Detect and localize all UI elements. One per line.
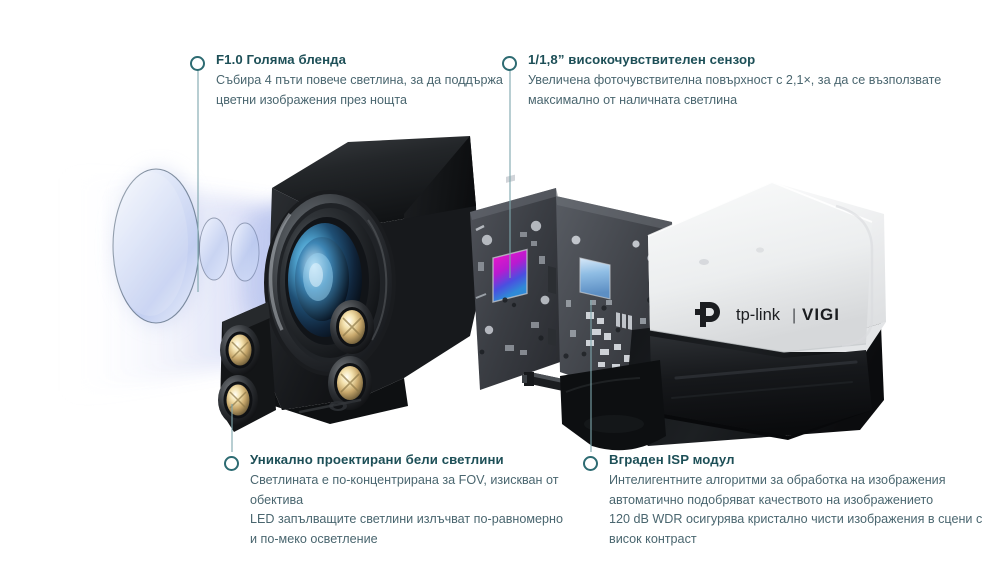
callout-line: автоматично подобряват качеството на изо… [609, 492, 934, 507]
callout-line: Светлината е по-концентрирана за FOV, из… [250, 473, 559, 487]
callout-aperture-title: F1.0 Голяма бленда [216, 52, 347, 67]
isp-chip [579, 257, 611, 300]
brand-wordmark: tp-link [736, 306, 781, 324]
callout-marker-icon [190, 56, 205, 71]
callout-isp-module-title: Вграден ISP модул [609, 452, 735, 467]
image-sensor-chip [492, 248, 528, 303]
led-fill-light [220, 325, 260, 375]
callout-line: обектива [250, 492, 304, 507]
callout-white-lights-title: Уникално проектирани бели светлини [250, 452, 504, 467]
callout-line: и по-меко осветление [250, 531, 378, 546]
isp-pcb [522, 196, 676, 412]
sensor-pcb [470, 174, 566, 390]
callout-white-lights-description: Светлината е по-концентрирана за FOV, из… [250, 471, 563, 549]
led-fill-light [218, 375, 258, 425]
callout-isp-module-description: Интелигентните алгоритми за обработка на… [609, 471, 982, 549]
callout-marker-icon [224, 456, 239, 471]
mid-lens-elements [199, 217, 260, 282]
callout-line: висок контраст [609, 531, 697, 546]
callout-aperture-description: Събира 4 пъти повече светлина, за да под… [216, 71, 503, 110]
lens-module [218, 136, 478, 432]
callout-line: цветни изображения през нощта [216, 92, 408, 107]
camera-housing [560, 180, 886, 451]
front-lens-element [112, 168, 204, 326]
brand-logo: tp-link | VIGI [695, 302, 840, 327]
callout-line: максимално от наличната светлина [528, 92, 738, 107]
leader-lines [197, 70, 592, 452]
callout-sensor-description: Увеличена фоточувствителна повърхност с … [528, 71, 941, 110]
led-fill-light [328, 356, 372, 410]
callout-line: Събира 4 пъти повече светлина, за да под… [216, 73, 503, 87]
callout-sensor-title: 1/1,8” високочувствителен сензор [528, 52, 756, 67]
callout-marker-icon [502, 56, 517, 71]
led-fill-light [330, 300, 374, 354]
brand-separator: | [792, 307, 796, 324]
callout-line: LED запълващите светлини излъчват по-рав… [250, 512, 563, 526]
tp-link-logo-mark [695, 302, 720, 327]
callout-marker-icon [583, 456, 598, 471]
callout-line: Интелигентните алгоритми за обработка на… [609, 473, 946, 487]
callout-line: 120 dB WDR осигурява кристално чисти изо… [609, 512, 983, 526]
sub-brand-wordmark: VIGI [802, 305, 840, 324]
callout-line: Увеличена фоточувствителна повърхност с … [528, 73, 942, 87]
light-beam [60, 170, 360, 400]
board-connector [522, 372, 596, 398]
